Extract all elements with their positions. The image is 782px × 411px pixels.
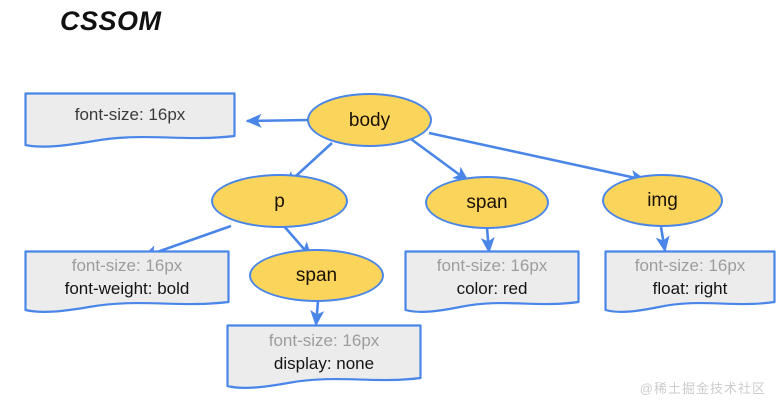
style-line-declared: display: none [273,354,375,373]
style-box-span1: font-size: 16px color: red [404,250,580,313]
node-body[interactable]: body [307,93,432,147]
node-p[interactable]: p [211,174,348,228]
node-label: span [466,192,508,213]
watermark: @稀土掘金技术社区 [639,381,766,396]
style-line-inherited: font-size: 16px [268,331,380,351]
style-line-declared: font-weight: bold [64,279,190,298]
torn-paper-shape [226,324,422,389]
torn-paper-shape [604,250,776,313]
style-box-img: font-size: 16px float: right [604,250,776,313]
torn-paper-shape [404,250,580,313]
page-title: CSSOM [60,6,162,36]
style-line-inherited: font-size: 16px [71,256,183,276]
style-box-body: font-size: 16px [24,92,236,148]
style-line-inherited: font-size: 16px [634,256,746,276]
torn-paper-shape [24,250,230,313]
style-line-declared: color: red [456,279,528,298]
node-img[interactable]: img [602,174,723,227]
style-box-p: font-size: 16px font-weight: bold [24,250,230,313]
node-label: span [295,265,338,286]
node-label: img [647,190,678,211]
node-label: p [274,190,285,212]
style-box-span2: font-size: 16px display: none [226,324,422,389]
torn-paper-shape [24,92,236,148]
style-line: font-size: 16px [74,104,186,124]
edge-body-to-span1 [410,137,470,183]
node-span-1[interactable]: span [425,176,549,229]
edge-span2-to-span2-style [310,300,325,327]
edge-body-to-body-style [245,113,310,128]
style-line-inherited: font-size: 16px [436,256,548,276]
edge-body-to-img [428,131,647,184]
node-span-2[interactable]: span [249,249,384,302]
style-line-declared: float: right [652,279,728,298]
edge-span1-to-span1-style [480,227,495,254]
edge-img-to-img-style [655,226,670,253]
node-label: body [348,109,391,131]
